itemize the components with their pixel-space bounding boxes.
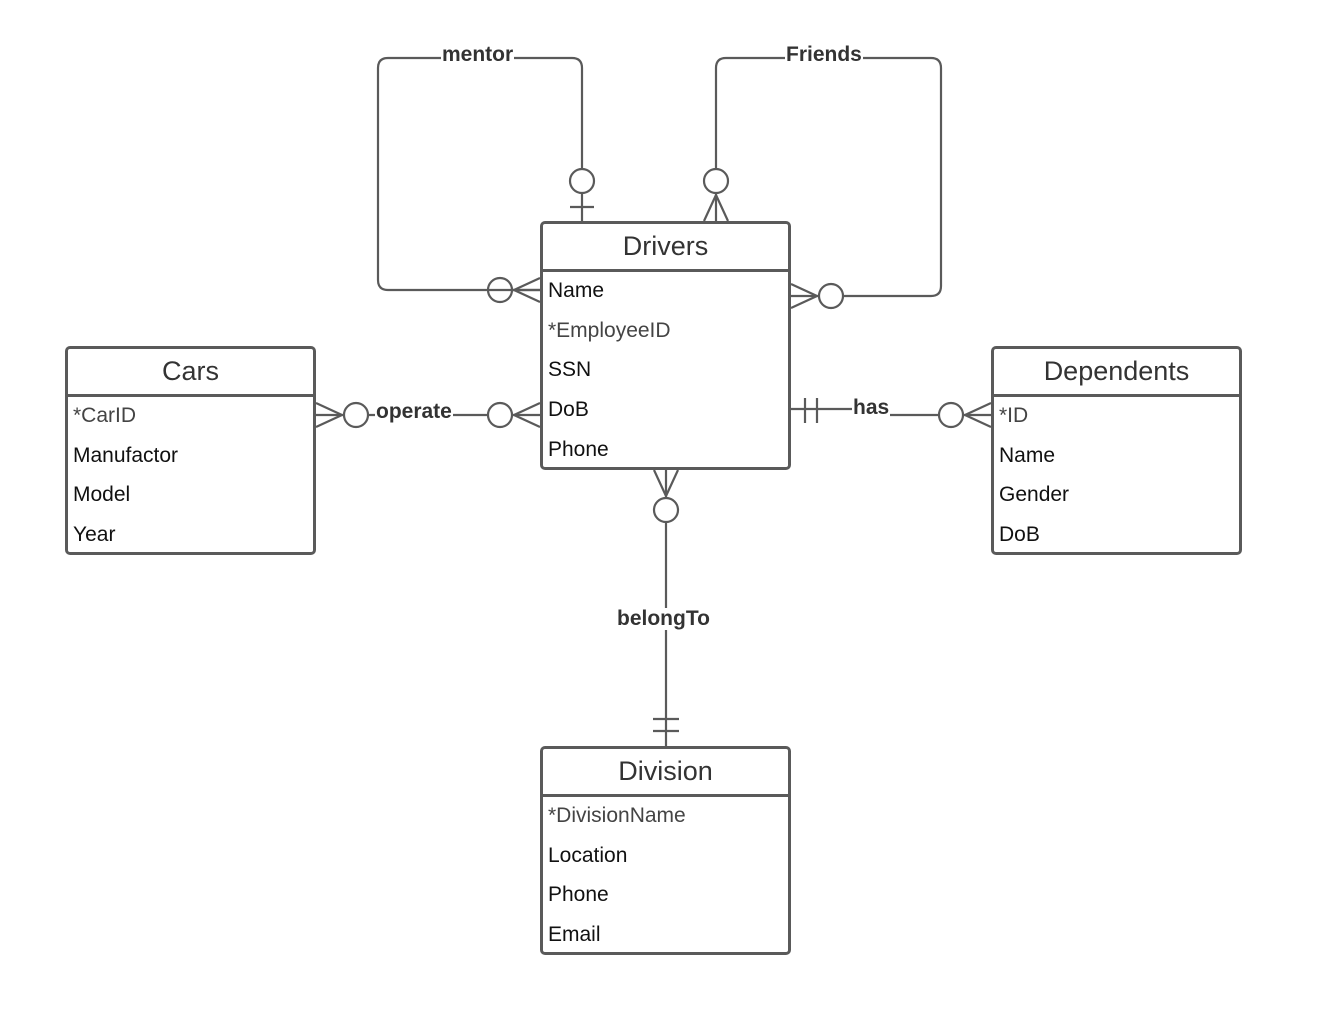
attribute: Gender	[999, 483, 1070, 507]
attribute: Model	[73, 483, 131, 507]
entity-cars[interactable]: Cars *CarID Manufactor Model Year	[65, 346, 316, 555]
operate-zero-marker-drivers	[486, 401, 514, 429]
entity-title: Division	[543, 749, 788, 797]
attribute-list: *DivisionName Location Phone Email	[543, 797, 788, 952]
friends-zero-marker-top	[702, 167, 730, 195]
has-zero-marker	[937, 401, 965, 429]
operate-crowfoot-drivers	[513, 402, 541, 416]
attribute: DoB	[999, 523, 1040, 547]
primary-key-attribute: *DivisionName	[548, 804, 686, 827]
attribute: Name	[999, 443, 1056, 467]
entity-dependents[interactable]: Dependents *ID Name Gender DoB	[991, 346, 1242, 555]
operate-crowfoot-cars	[315, 402, 343, 416]
attribute-list: *CarID Manufactor Model Year	[68, 397, 313, 552]
belongto-zero-marker	[652, 496, 680, 524]
entity-title: Drivers	[543, 224, 788, 272]
attribute: Year	[73, 523, 116, 547]
attribute: DoB	[548, 398, 589, 422]
relationship-label-friends: Friends	[785, 43, 863, 66]
mentor-zero-marker	[568, 167, 596, 195]
friends-crowfoot-top	[703, 194, 717, 222]
attribute: Phone	[548, 437, 609, 461]
entity-title: Dependents	[994, 349, 1239, 397]
friends-zero-marker-right	[817, 282, 845, 310]
friends-connector	[714, 56, 943, 298]
friends-crowfoot-right	[790, 283, 818, 297]
attribute: Name	[548, 279, 605, 302]
attribute-list: *ID Name Gender DoB	[994, 397, 1239, 552]
has-crowfoot	[964, 402, 992, 416]
attribute: Email	[548, 923, 601, 947]
relationship-label-operate: operate	[375, 400, 453, 423]
attribute: SSN	[548, 358, 592, 382]
entity-division[interactable]: Division *DivisionName Location Phone Em…	[540, 746, 791, 955]
entity-title: Cars	[68, 349, 313, 397]
attribute: Manufactor	[73, 443, 179, 467]
primary-key-attribute: *CarID	[73, 404, 137, 427]
belongto-crowfoot	[653, 469, 667, 497]
mentor-crowfoot	[513, 277, 541, 291]
primary-key-attribute: *ID	[999, 404, 1029, 427]
operate-zero-marker-cars	[342, 401, 370, 429]
entity-drivers[interactable]: Drivers Name *EmployeeID SSN DoB Phone	[540, 221, 791, 470]
mentor-connector	[376, 56, 584, 292]
relationship-label-has: has	[852, 396, 891, 419]
attribute: Phone	[548, 883, 609, 907]
primary-key-attribute: *EmployeeID	[548, 318, 671, 342]
relationship-label-mentor: mentor	[441, 43, 515, 66]
attribute-list: Name *EmployeeID SSN DoB Phone	[543, 272, 788, 467]
relationship-label-belongto: belongTo	[616, 607, 711, 630]
attribute: Location	[548, 843, 628, 867]
